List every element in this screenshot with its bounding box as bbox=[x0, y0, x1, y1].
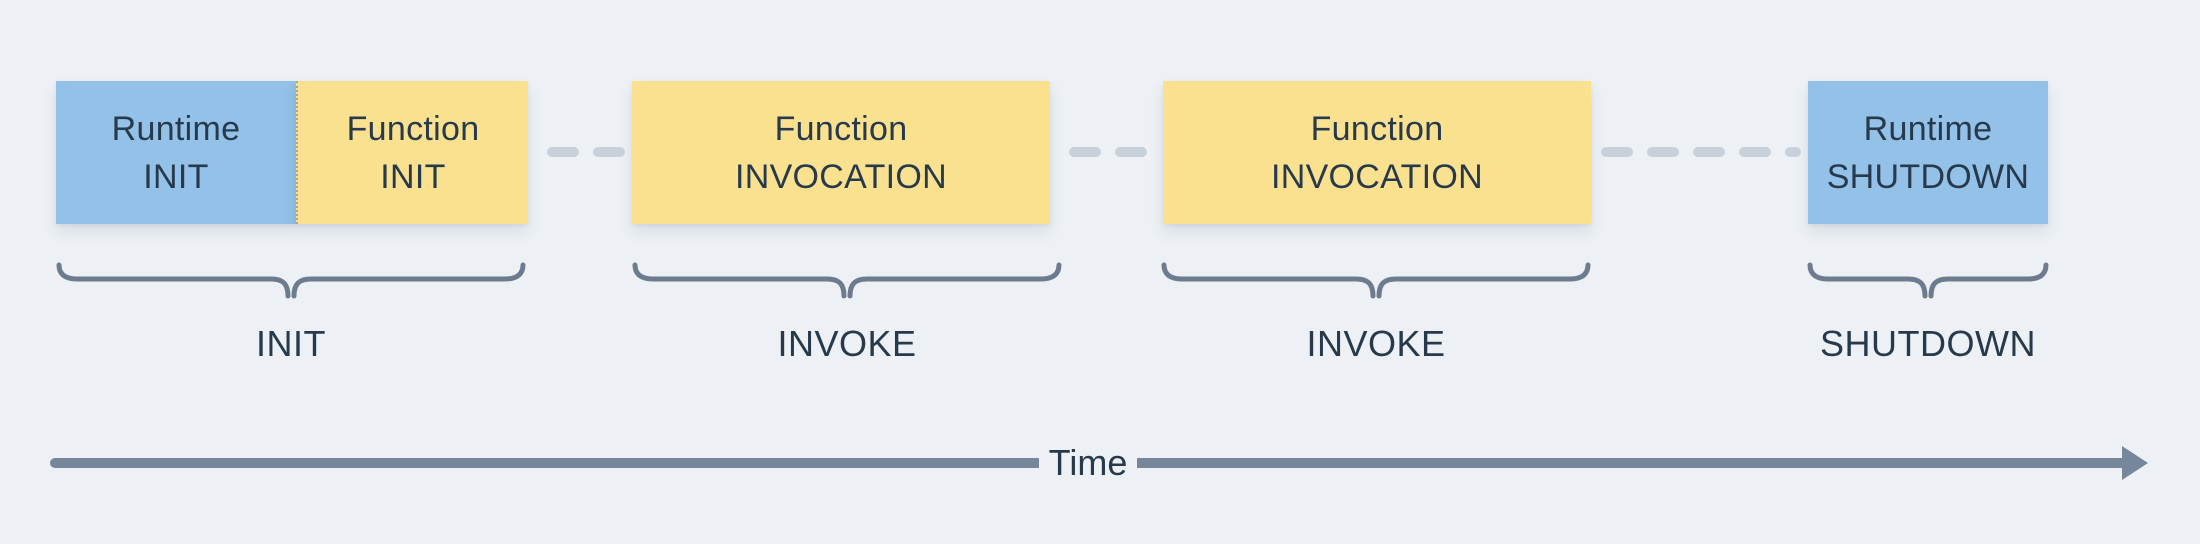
box-text-line1: Function bbox=[346, 109, 480, 148]
phase-label-invoke-1: INVOKE bbox=[777, 323, 917, 364]
phase-label-shutdown: SHUTDOWN bbox=[1820, 323, 2036, 364]
phase-box-runtime-shutdown: Runtime SHUTDOWN bbox=[1808, 81, 2048, 224]
box-text-line2: INIT bbox=[143, 157, 209, 196]
phase-box-function-invocation-2: Function INVOCATION bbox=[1163, 81, 1591, 224]
dash bbox=[1739, 147, 1771, 157]
phase-box-function-invocation-1: Function INVOCATION bbox=[632, 81, 1050, 224]
dash bbox=[1785, 147, 1801, 157]
time-axis-line-right bbox=[1137, 458, 2127, 468]
dash bbox=[1115, 147, 1147, 157]
underbrace-init bbox=[56, 262, 526, 299]
underbrace-shutdown bbox=[1807, 262, 2049, 299]
box-text-line2: INVOCATION bbox=[734, 157, 948, 196]
time-axis: Time bbox=[50, 441, 2149, 485]
time-axis-line-left bbox=[50, 458, 1039, 468]
box-text-line1: Runtime bbox=[1863, 109, 1993, 148]
time-axis-arrowhead bbox=[2122, 446, 2149, 480]
dash bbox=[1693, 147, 1725, 157]
dashed-connector-1 bbox=[534, 146, 638, 158]
underbrace-invoke-1 bbox=[632, 262, 1062, 299]
box-text-line2: INIT bbox=[380, 157, 446, 196]
phase-label-init: INIT bbox=[256, 323, 326, 364]
dashed-connector-2 bbox=[1058, 146, 1158, 158]
dashed-connector-3 bbox=[1598, 146, 1804, 158]
phase-box-function-init: Function INIT bbox=[296, 81, 528, 224]
dash bbox=[593, 147, 625, 157]
box-text-line1: Function bbox=[774, 109, 908, 148]
dash bbox=[1647, 147, 1679, 157]
box-text-line1: Runtime bbox=[111, 109, 241, 148]
phase-label-invoke-2: INVOKE bbox=[1306, 323, 1446, 364]
time-axis-label: Time bbox=[1048, 442, 1128, 483]
underbrace-invoke-2 bbox=[1161, 262, 1591, 299]
box-text-line2: INVOCATION bbox=[1270, 157, 1484, 196]
box-text-line2: SHUTDOWN bbox=[1826, 157, 2030, 196]
dash bbox=[1069, 147, 1101, 157]
box-text-line1: Function bbox=[1310, 109, 1444, 148]
dash bbox=[1601, 147, 1633, 157]
phase-box-runtime-init: Runtime INIT bbox=[56, 81, 296, 224]
dash bbox=[547, 147, 579, 157]
